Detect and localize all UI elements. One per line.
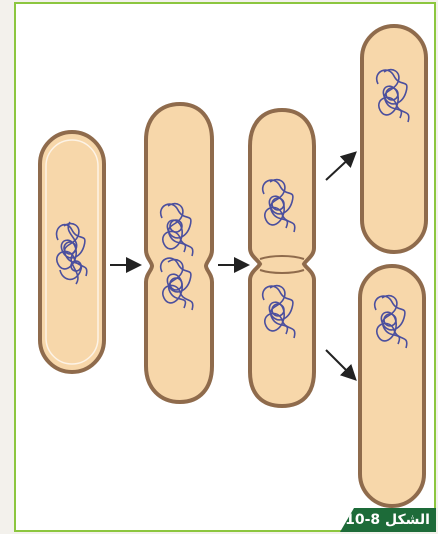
cell-stage-2 bbox=[146, 104, 212, 402]
arrow-4-lower bbox=[326, 350, 354, 378]
arrow-3-upper bbox=[326, 154, 354, 180]
cell-stage-3 bbox=[250, 110, 314, 406]
figure-label: الشكل 8-10 bbox=[340, 508, 436, 532]
daughter-cell-bottom bbox=[360, 266, 424, 506]
cell-stage-1 bbox=[40, 132, 104, 372]
daughter-cell-top bbox=[362, 26, 426, 252]
